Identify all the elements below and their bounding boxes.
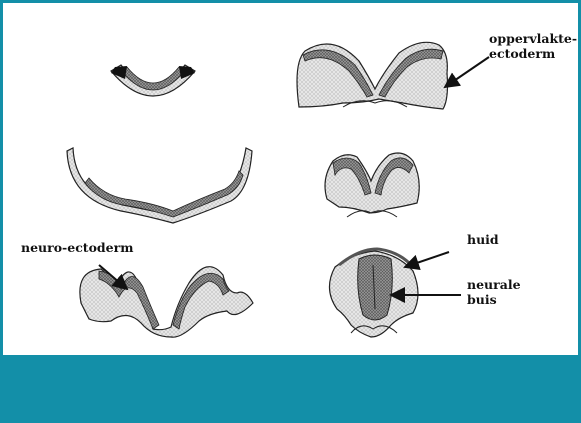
stage-6-neural-tube: [329, 249, 418, 337]
arrow-surface-ectoderm: [445, 57, 489, 87]
stage-5-neural-tube-forming: [325, 153, 419, 217]
label-surface-ectoderm-line2: ectoderm: [489, 46, 555, 61]
arrow-skin: [405, 252, 449, 267]
caption-band: [0, 355, 581, 423]
label-surface-ectoderm-line1: oppervlakte-: [489, 31, 577, 46]
stage-4-closing-folds: [297, 42, 448, 109]
label-skin: huid: [467, 232, 499, 247]
neurulation-diagram: oppervlakte- ectoderm neuro-ectoderm hui…: [3, 3, 578, 355]
diagram-panel: oppervlakte- ectoderm neuro-ectoderm hui…: [3, 3, 578, 355]
label-neural-tube-line1: neurale: [467, 277, 521, 292]
label-neuroectoderm: neuro-ectoderm: [21, 240, 133, 255]
label-neural-tube-line2: buis: [467, 292, 497, 307]
stage-3-neural-folds: [80, 267, 253, 338]
stage-1-neural-plate: [111, 65, 195, 96]
stage-2-neural-groove: [67, 148, 252, 223]
